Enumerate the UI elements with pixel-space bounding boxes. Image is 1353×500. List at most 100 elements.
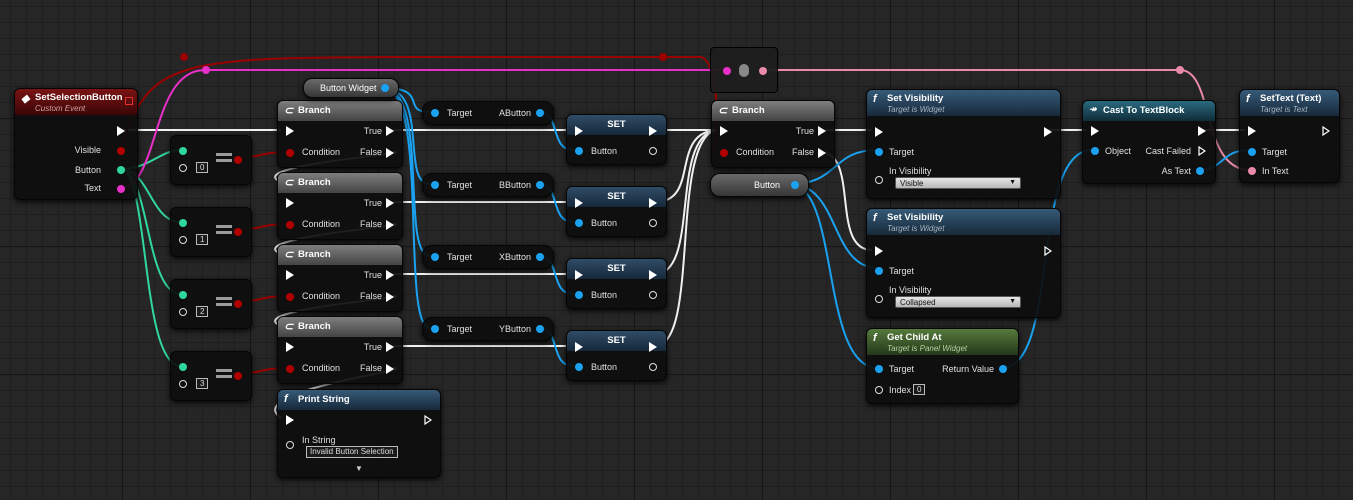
cast-as-text-pin[interactable]	[1196, 167, 1204, 175]
delegate-pin-icon[interactable]	[125, 97, 133, 105]
set-out-pin[interactable]	[649, 219, 657, 227]
equal-node-0[interactable]: 0	[170, 135, 252, 185]
branch-node-3[interactable]: ⊂Branch True Condition False	[277, 316, 403, 384]
expand-arrow-icon[interactable]: ▼	[355, 464, 363, 473]
setvis-exec-out-pin[interactable]	[1044, 127, 1052, 137]
equal-result-pin[interactable]	[234, 372, 242, 380]
reroute-input-pin[interactable]	[723, 67, 731, 75]
branch-false-pin[interactable]	[818, 148, 826, 158]
branch-false-pin[interactable]	[386, 148, 394, 158]
equal-a-pin[interactable]	[179, 363, 187, 371]
settext-target-pin[interactable]	[1248, 148, 1256, 156]
setvis-in-visibility-pin[interactable]	[875, 295, 883, 303]
branch-condition-pin[interactable]	[286, 293, 294, 301]
set-exec-out-pin[interactable]	[649, 126, 657, 136]
branch-false-pin[interactable]	[386, 220, 394, 230]
equal-b-pin[interactable]	[179, 308, 187, 316]
button-widget-out-pin[interactable]	[381, 84, 389, 92]
getchild-index-pin[interactable]	[875, 386, 883, 394]
getter-target-pin[interactable]	[431, 109, 439, 117]
getchild-target-pin[interactable]	[875, 365, 883, 373]
set-button-pin[interactable]	[575, 147, 583, 155]
visibility-dropdown[interactable]: Collapsed▼	[895, 296, 1021, 308]
settext-exec-in-pin[interactable]	[1248, 126, 1256, 136]
settext-exec-out-pin[interactable]	[1322, 126, 1330, 136]
equal-b-pin[interactable]	[179, 236, 187, 244]
branch-node-main[interactable]: ⊂Branch True Condition False	[711, 100, 835, 168]
cast-exec-in-pin[interactable]	[1091, 126, 1099, 136]
set-button-pin[interactable]	[575, 291, 583, 299]
button-variable[interactable]: Button	[710, 173, 809, 197]
equal-node-2[interactable]: 2	[170, 279, 252, 329]
custom-event-node[interactable]: ◆ SetSelectionButton Custom Event Visibl…	[14, 88, 138, 200]
setvis-target-pin[interactable]	[875, 267, 883, 275]
set-exec-in-pin[interactable]	[575, 198, 583, 208]
equal-result-pin[interactable]	[234, 228, 242, 236]
branch-exec-in-pin[interactable]	[286, 342, 294, 352]
print-in-string-pin[interactable]	[286, 441, 294, 449]
equal-a-pin[interactable]	[179, 291, 187, 299]
setvis-exec-in-pin[interactable]	[875, 127, 883, 137]
equal-node-3[interactable]: 3	[170, 351, 252, 401]
set-exec-out-pin[interactable]	[649, 198, 657, 208]
event-text-pin[interactable]	[117, 185, 125, 193]
set-exec-out-pin[interactable]	[649, 270, 657, 280]
equal-value-2[interactable]: 2	[196, 306, 209, 317]
equal-a-pin[interactable]	[179, 219, 187, 227]
branch-true-pin[interactable]	[386, 126, 394, 136]
branch-exec-in-pin[interactable]	[720, 126, 728, 136]
branch-false-pin[interactable]	[386, 292, 394, 302]
equal-value-0[interactable]: 0	[196, 162, 209, 173]
getter-out-pin[interactable]	[536, 109, 544, 117]
set-out-pin[interactable]	[649, 147, 657, 155]
branch-true-pin[interactable]	[818, 126, 826, 136]
target-getter-0[interactable]: Target AButton	[422, 101, 554, 125]
getter-target-pin[interactable]	[431, 253, 439, 261]
set-exec-out-pin[interactable]	[649, 342, 657, 352]
set-node-0[interactable]: SET Button	[566, 114, 667, 165]
setvis-exec-out-pin[interactable]	[1044, 246, 1052, 256]
equal-a-pin[interactable]	[179, 147, 187, 155]
cast-to-textblock-node[interactable]: ↠Cast To TextBlock Object Cast Failed As…	[1082, 100, 1216, 184]
set-button-pin[interactable]	[575, 363, 583, 371]
target-getter-3[interactable]: Target YButton	[422, 317, 554, 341]
event-exec-out-pin[interactable]	[117, 126, 125, 136]
button-variable-out-pin[interactable]	[791, 181, 799, 189]
set-exec-in-pin[interactable]	[575, 126, 583, 136]
set-exec-in-pin[interactable]	[575, 270, 583, 280]
equal-value-3[interactable]: 3	[196, 378, 209, 389]
set-node-2[interactable]: SET Button	[566, 258, 667, 309]
reroute-node[interactable]	[710, 47, 778, 93]
branch-exec-in-pin[interactable]	[286, 126, 294, 136]
cast-failed-pin[interactable]	[1198, 146, 1206, 156]
branch-true-pin[interactable]	[386, 270, 394, 280]
getchild-index-value[interactable]: 0	[913, 384, 926, 395]
equal-node-1[interactable]: 1	[170, 207, 252, 257]
target-getter-1[interactable]: Target BButton	[422, 173, 554, 197]
branch-true-pin[interactable]	[386, 198, 394, 208]
equal-b-pin[interactable]	[179, 164, 187, 172]
visibility-dropdown[interactable]: Visible▼	[895, 177, 1021, 189]
reroute-output-pin[interactable]	[759, 67, 767, 75]
branch-node-1[interactable]: ⊂Branch True Condition False	[277, 172, 403, 240]
getter-out-pin[interactable]	[536, 253, 544, 261]
set-node-3[interactable]: SET Button	[566, 330, 667, 381]
branch-exec-in-pin[interactable]	[286, 198, 294, 208]
branch-node-2[interactable]: ⊂Branch True Condition False	[277, 244, 403, 312]
event-button-pin[interactable]	[117, 166, 125, 174]
equal-value-1[interactable]: 1	[196, 234, 209, 245]
cast-object-pin[interactable]	[1091, 147, 1099, 155]
getter-target-pin[interactable]	[431, 325, 439, 333]
getter-out-pin[interactable]	[536, 181, 544, 189]
branch-false-pin[interactable]	[386, 364, 394, 374]
set-node-1[interactable]: SET Button	[566, 186, 667, 237]
setvis-exec-in-pin[interactable]	[875, 246, 883, 256]
settext-in-text-pin[interactable]	[1248, 167, 1256, 175]
target-getter-2[interactable]: Target XButton	[422, 245, 554, 269]
print-string-value[interactable]: Invalid Button Selection	[306, 446, 398, 458]
